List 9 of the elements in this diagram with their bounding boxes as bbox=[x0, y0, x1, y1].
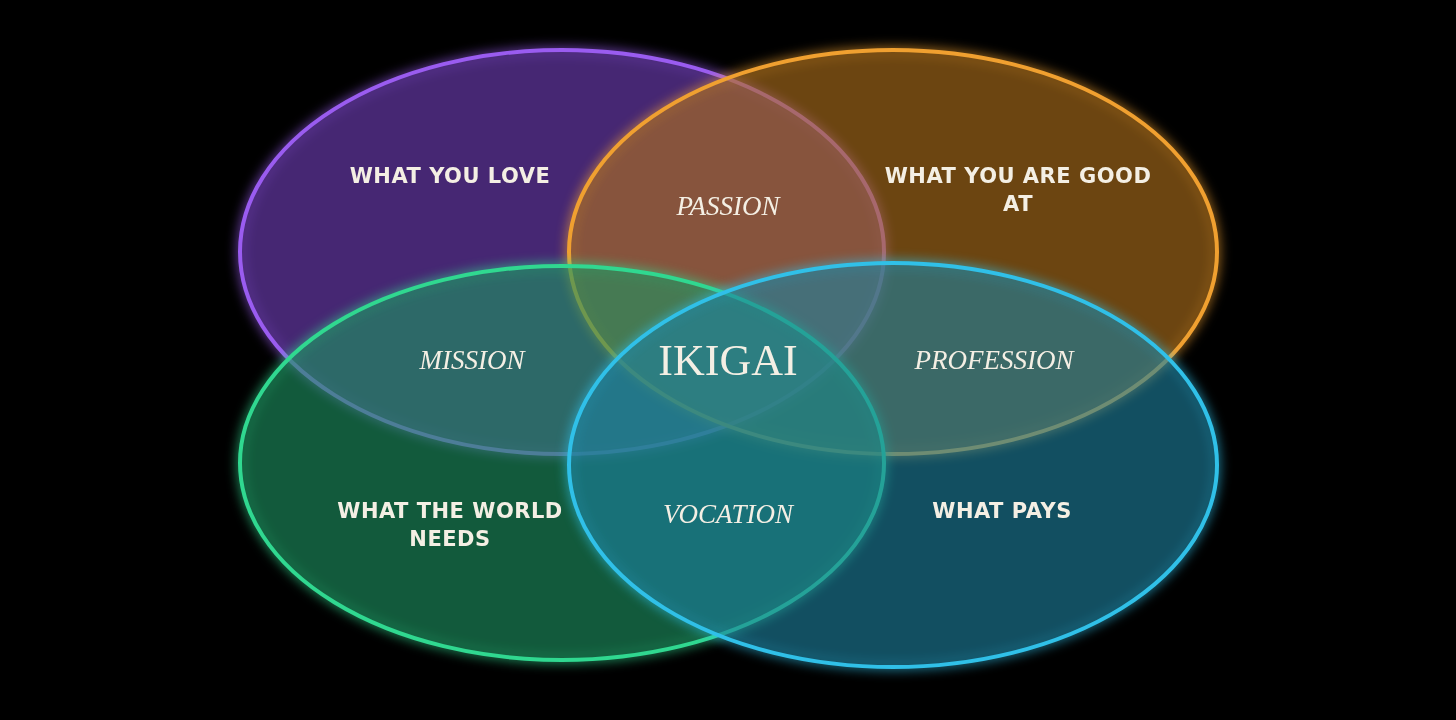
circle-heading: WHAT THE WORLD NEEDS bbox=[336, 498, 564, 553]
overlap-label: PROFESSION bbox=[914, 344, 1074, 376]
circle-heading: WHAT YOU LOVE bbox=[348, 163, 552, 190]
overlap-label: PASSION bbox=[676, 190, 780, 222]
circle-heading: WHAT YOU ARE GOOD AT bbox=[883, 163, 1153, 218]
circle-heading: WHAT PAYS bbox=[931, 498, 1073, 525]
overlap-label: MISSION bbox=[419, 344, 525, 376]
center-title: IKIGAI bbox=[658, 334, 798, 386]
overlap-label: VOCATION bbox=[662, 498, 794, 530]
